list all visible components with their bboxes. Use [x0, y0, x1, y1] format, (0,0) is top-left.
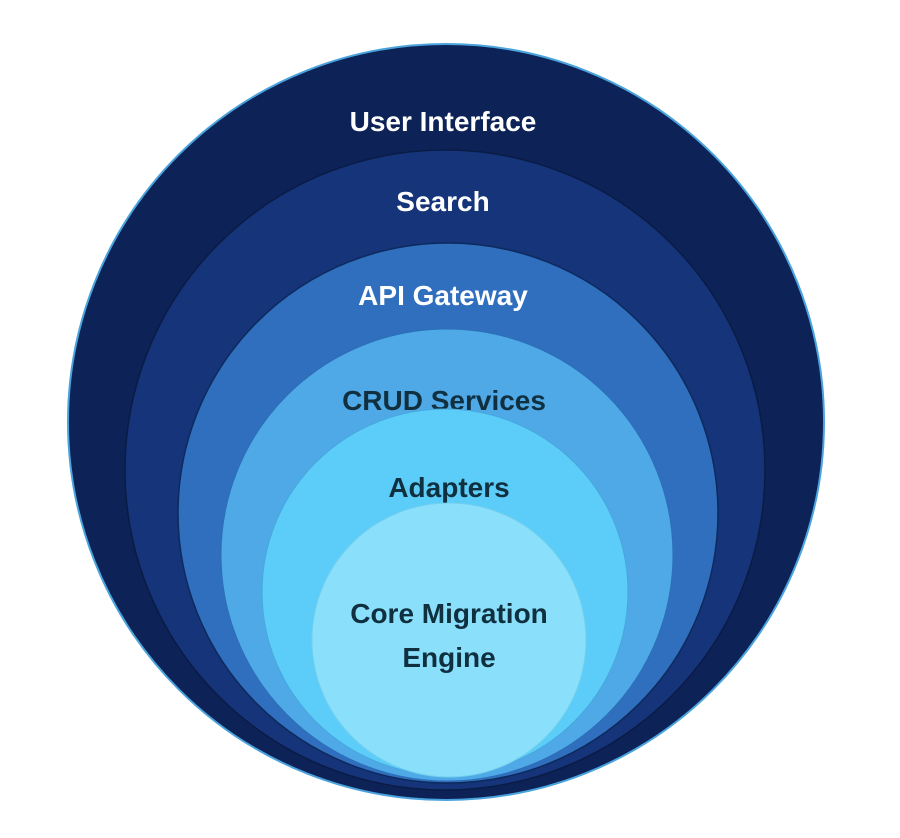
layer-search-label: Search — [396, 186, 489, 217]
layer-core-migration-engine: Core Migration Engine — [311, 502, 587, 778]
layer-adapters-label: Adapters — [388, 472, 509, 503]
layer-core-migration-engine-label-line1: Core Migration — [350, 598, 548, 629]
layer-user-interface-label: User Interface — [350, 106, 537, 137]
layer-api-gateway-label: API Gateway — [358, 280, 528, 311]
layer-core-migration-engine-circle — [311, 502, 587, 778]
layer-core-migration-engine-label-line2: Engine — [402, 642, 495, 673]
